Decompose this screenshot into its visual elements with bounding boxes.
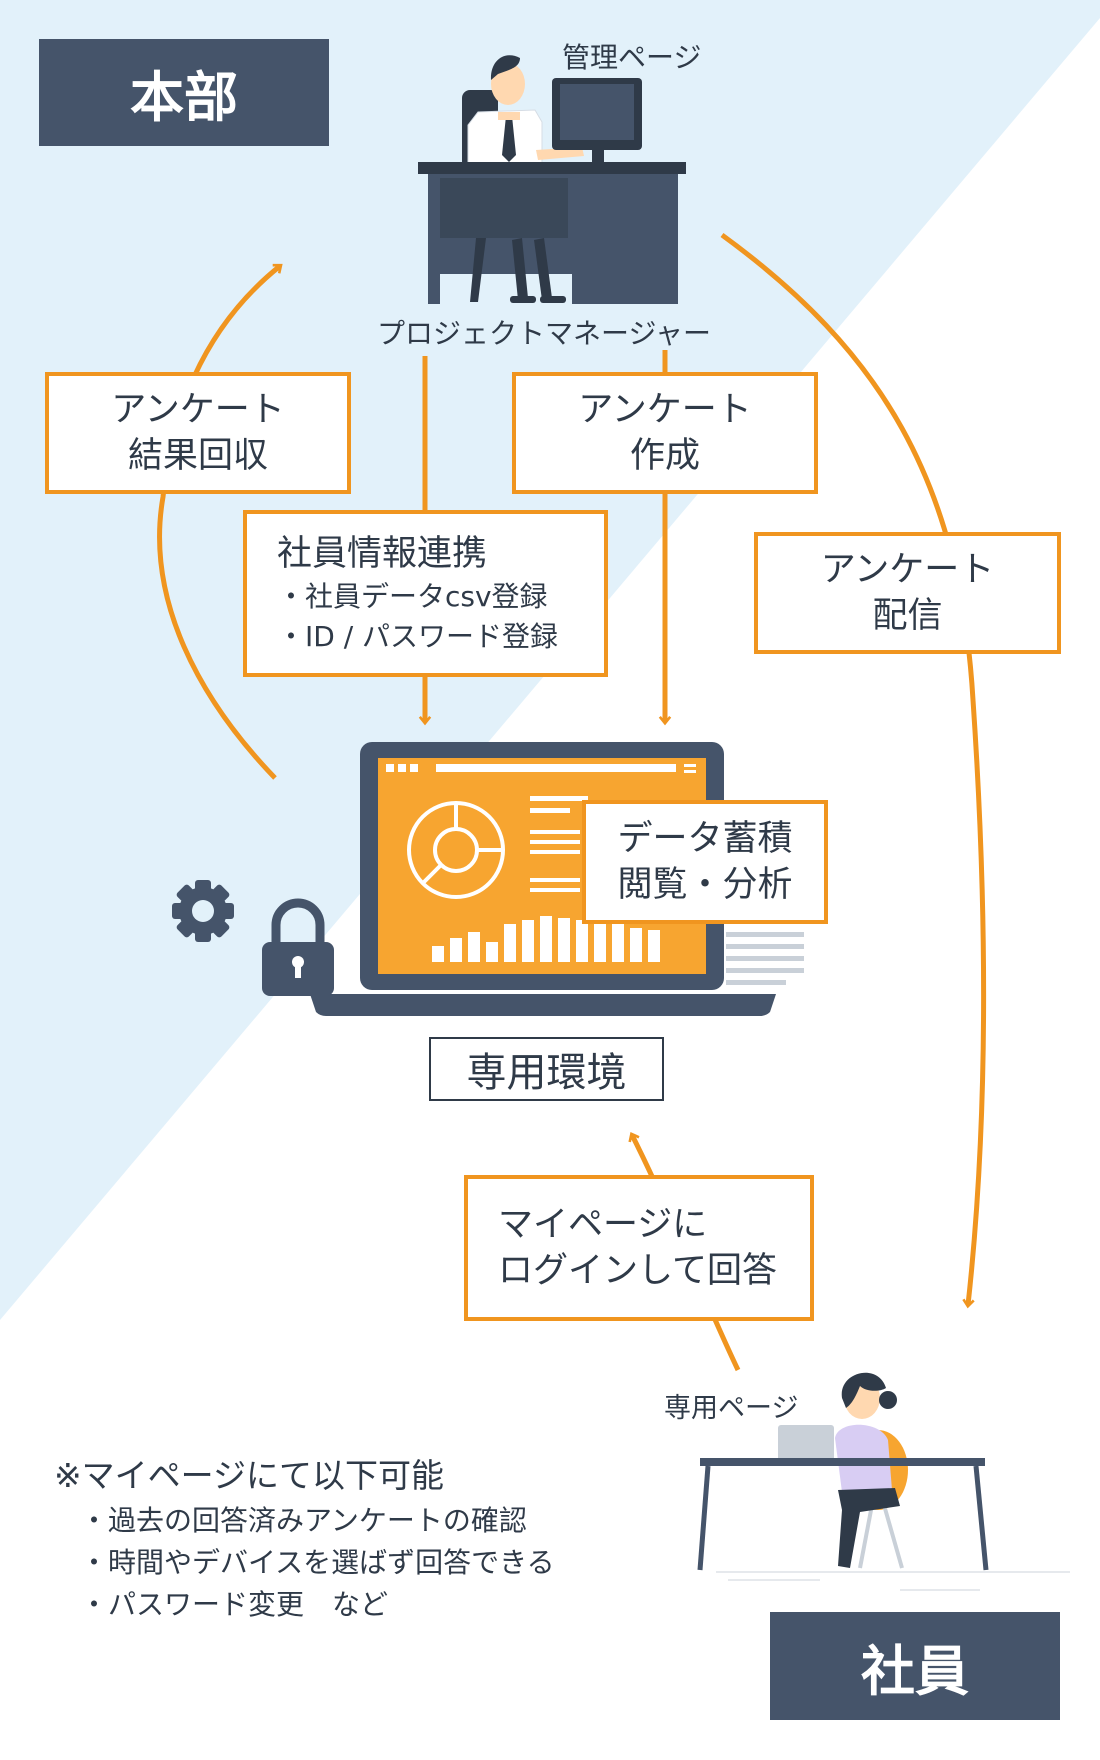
employee-integration-box: 社員情報連携 ・社員データcsv登録 ・ID / パスワード登録 — [243, 510, 608, 677]
data-analysis-box: データ蓄積 閲覧・分析 — [582, 800, 828, 924]
headquarters-label: 本部 — [130, 66, 238, 129]
employee-illustration — [697, 1372, 1070, 1591]
integration-title: 社員情報連携 — [277, 533, 488, 574]
arrow-results-collect — [157, 263, 283, 780]
mypage-notes: ※マイページにて以下可能 ・過去の回答済みアンケートの確認 ・時間やデバイスを選… — [54, 1452, 555, 1626]
login-line2: ログインして回答 — [498, 1251, 777, 1291]
dedicated-environment-box: 専用環境 — [429, 1037, 664, 1101]
survey-create-box: アンケート 作成 — [512, 372, 818, 494]
gear-icon — [172, 880, 234, 942]
results-line2: 結果回収 — [127, 436, 268, 476]
login-answer-box: マイページに ログインして回答 — [464, 1175, 814, 1321]
login-line1: マイページに — [498, 1205, 708, 1245]
create-line1: アンケート — [578, 390, 752, 430]
private-page-label: 専用ページ — [664, 1393, 799, 1424]
distribute-line2: 配信 — [872, 596, 943, 636]
notes-item-2: ・時間やデバイスを選ばず回答できる — [80, 1546, 555, 1579]
lock-icon — [262, 898, 334, 996]
employee-box: 社員 — [770, 1612, 1060, 1720]
environment-label: 専用環境 — [466, 1050, 627, 1096]
admin-page-label: 管理ページ — [562, 41, 702, 74]
project-manager-label: プロジェクトマネージャー — [377, 317, 712, 350]
notes-title: ※マイページにて以下可能 — [54, 1456, 444, 1495]
data-line2: 閲覧・分析 — [617, 865, 793, 905]
results-collection-box: アンケート 結果回収 — [45, 372, 351, 494]
notes-item-1: ・過去の回答済みアンケートの確認 — [80, 1504, 527, 1537]
create-line2: 作成 — [629, 436, 700, 476]
arrow-distribute — [720, 232, 987, 1309]
results-line1: アンケート — [111, 390, 285, 430]
manager-illustration — [418, 55, 686, 304]
integration-item-2: ・ID / パスワード登録 — [277, 619, 559, 653]
notes-item-3: ・パスワード変更 など — [80, 1588, 389, 1621]
integration-item-1: ・社員データcsv登録 — [277, 579, 548, 613]
survey-distribute-box: アンケート 配信 — [754, 532, 1061, 654]
data-line1: データ蓄積 — [617, 819, 793, 859]
distribute-line1: アンケート — [820, 550, 995, 590]
headquarters-box: 本部 — [39, 39, 329, 146]
employee-label: 社員 — [861, 1639, 969, 1703]
